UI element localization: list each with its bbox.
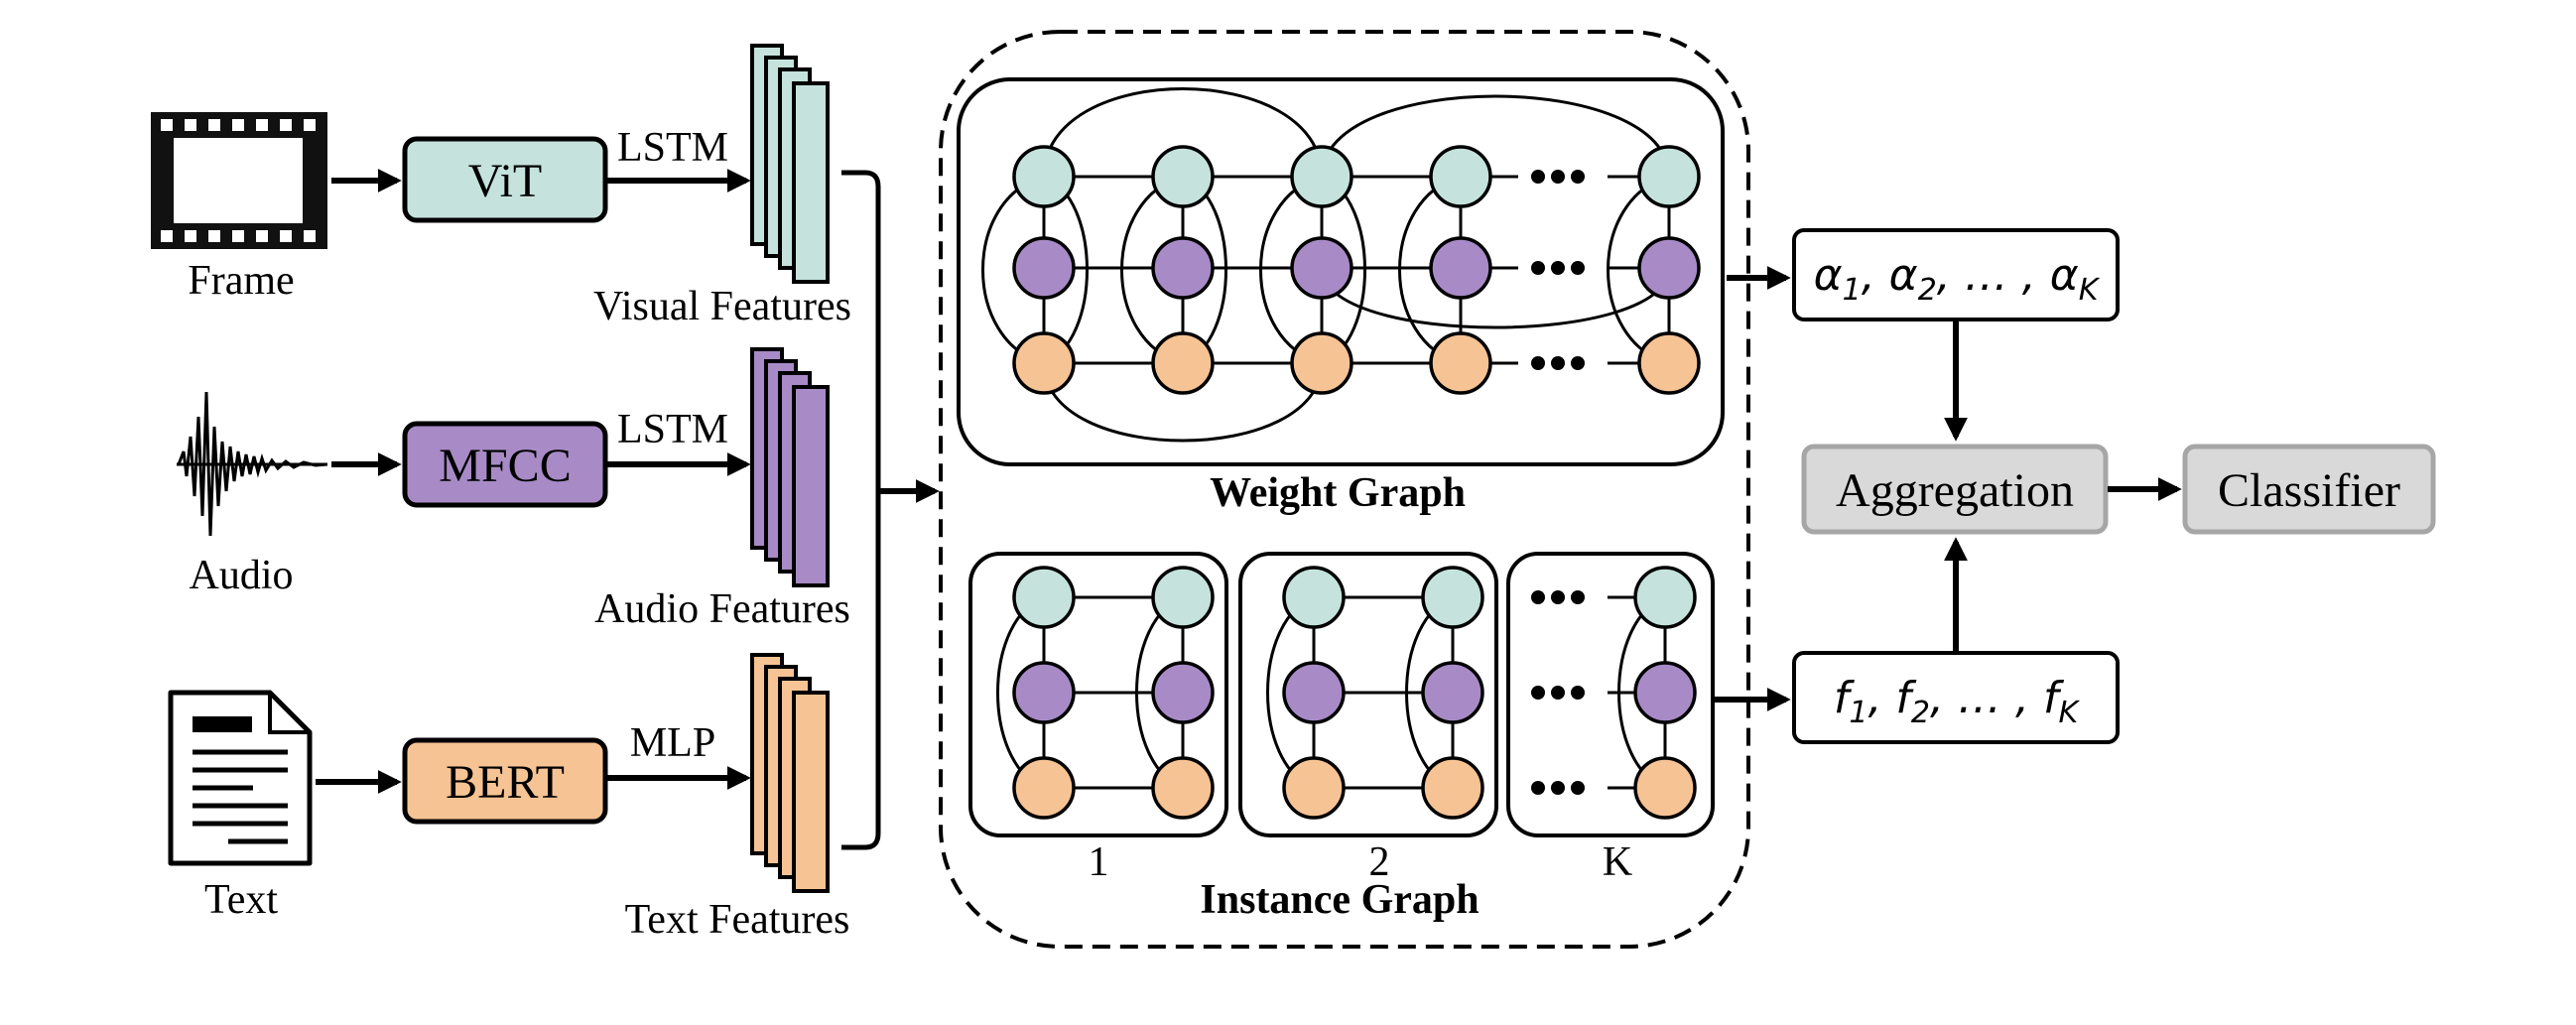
instance-graph-title: Instance Graph xyxy=(1200,877,1479,923)
bert-label: BERT xyxy=(446,756,565,809)
vit-box: ViT xyxy=(402,136,608,223)
alpha-sub-k: K xyxy=(2079,273,2101,308)
instance-2-label: 2 xyxy=(1369,839,1390,885)
alpha-sep-1: , xyxy=(1862,250,1889,301)
instance-graph-k xyxy=(1506,552,1715,837)
lstm-audio-label: LSTM xyxy=(617,407,728,452)
aggregation-box: Aggregation xyxy=(1801,444,2109,535)
audio-feature-stack xyxy=(750,347,830,587)
graph-module-container xyxy=(939,30,1750,949)
weight-graph xyxy=(957,77,1725,466)
alpha-weights-text: α1, α2, … , αK xyxy=(1814,250,2101,308)
text-features-label: Text Features xyxy=(625,897,850,943)
instance-graph-1 xyxy=(968,552,1228,837)
vit-label: ViT xyxy=(468,155,542,207)
feature-merge-bracket xyxy=(841,170,881,850)
film-frame-icon xyxy=(151,112,327,249)
alpha-sep-2: , … , xyxy=(1937,250,2050,301)
visual-feature-stack xyxy=(750,44,830,284)
visual-features-label: Visual Features xyxy=(593,284,851,329)
document-icon xyxy=(168,690,313,866)
alpha-symbol-k: α xyxy=(2050,250,2079,301)
alpha-symbol-1: α xyxy=(1814,250,1843,301)
audio-label: Audio xyxy=(190,553,294,598)
classifier-box: Classifier xyxy=(2182,444,2436,535)
instance-features-text: f1, f2, … , fK xyxy=(1834,673,2081,730)
f-sep-1: , xyxy=(1868,673,1895,723)
mlp-text-label: MLP xyxy=(630,720,715,766)
mfcc-box: MFCC xyxy=(402,421,608,508)
mfcc-label: MFCC xyxy=(439,440,571,492)
text-label: Text xyxy=(204,877,278,923)
text-feature-stack xyxy=(750,653,830,893)
lstm-visual-label: LSTM xyxy=(617,125,728,171)
alpha-sub-1: 1 xyxy=(1843,273,1862,308)
instance-features-box: f1, f2, … , fK xyxy=(1792,651,2120,744)
instance-k-label: K xyxy=(1603,839,1632,885)
audio-features-label: Audio Features xyxy=(594,586,850,632)
audio-waveform-icon xyxy=(177,391,328,537)
weight-graph-title: Weight Graph xyxy=(1210,470,1466,516)
frame-label: Frame xyxy=(188,258,294,304)
f-sep-2: , … , xyxy=(1930,673,2043,723)
alpha-weights-box: α1, α2, … , αK xyxy=(1792,228,2120,321)
alpha-sub-2: 2 xyxy=(1918,273,1937,308)
alpha-symbol-2: α xyxy=(1889,250,1918,301)
f-sub-1: 1 xyxy=(1849,696,1868,730)
classifier-label: Classifier xyxy=(2218,464,2400,517)
f-sub-2: 2 xyxy=(1911,696,1930,730)
instance-1-label: 1 xyxy=(1089,839,1109,885)
f-sub-k: K xyxy=(2058,696,2080,730)
bert-box: BERT xyxy=(402,737,608,825)
instance-graph-2 xyxy=(1238,552,1498,837)
aggregation-label: Aggregation xyxy=(1836,464,2074,517)
